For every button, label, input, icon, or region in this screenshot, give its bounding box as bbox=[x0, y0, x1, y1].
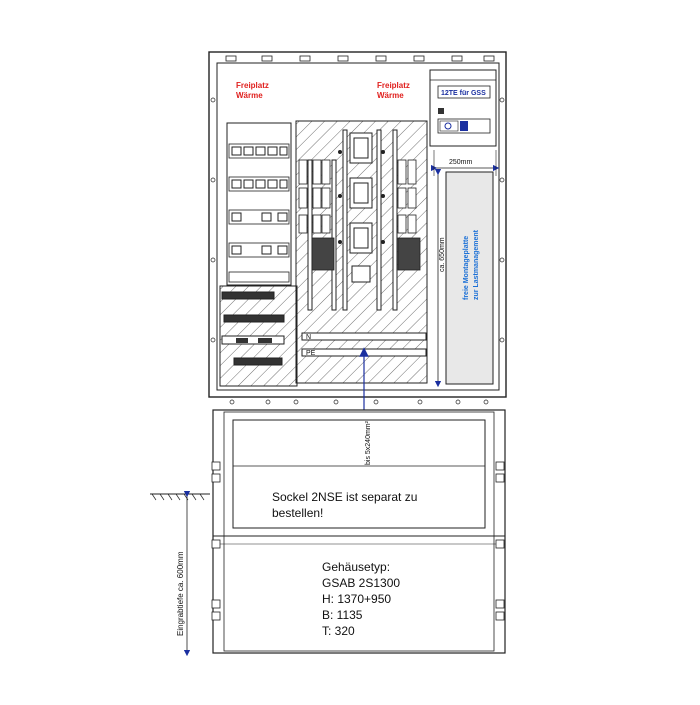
freiplatz-left-line2: Wärme bbox=[236, 91, 263, 100]
meter-section: 12TE für GSS bbox=[429, 69, 497, 147]
breaker-row-3 bbox=[228, 209, 290, 225]
bottom-hinge-row bbox=[229, 399, 489, 405]
mounting-plate-line1: freie Montageplatte bbox=[463, 236, 470, 300]
freiplatz-right-line2: Wärme bbox=[377, 91, 404, 100]
top-hinge-row bbox=[225, 55, 495, 62]
sockel-note-line1: Sockel 2NSE ist separat zu bbox=[272, 490, 417, 504]
sockel-note-line2: bestellen! bbox=[272, 506, 323, 520]
breaker-column-left bbox=[226, 122, 292, 286]
depth-dimension-label: Eingrabtiefe ca. 600mm bbox=[176, 551, 185, 636]
width-dimension-label: 250mm bbox=[449, 159, 473, 166]
housing-model: GSAB 2S1300 bbox=[322, 576, 400, 590]
busbar-pe-label: PE bbox=[306, 350, 316, 357]
breaker-row-1 bbox=[228, 143, 290, 159]
height-dimension: ca. 650mm bbox=[434, 168, 446, 388]
housing-width: B: 1135 bbox=[322, 608, 363, 622]
mounting-plate-line2: zur Lastmanagement bbox=[473, 229, 480, 300]
ground-and-depth: Eingrabtiefe ca. 600mm bbox=[150, 490, 210, 657]
height-dimension-label: ca. 650mm bbox=[439, 237, 446, 272]
mounting-plate: freie Montageplatte zur Lastmanagement bbox=[445, 171, 494, 385]
freiplatz-left-line1: Freiplatz bbox=[236, 81, 269, 90]
busbar-n: N bbox=[301, 332, 427, 341]
cable-dimension-label: bis 5x240mm² bbox=[365, 420, 372, 465]
base-fixing-points bbox=[211, 461, 505, 621]
fuse-switch-icon bbox=[349, 132, 373, 283]
upper-cabinet: Freiplatz Wärme Freiplatz Wärme bbox=[208, 51, 507, 470]
busbar-n-label: N bbox=[306, 334, 311, 341]
breaker-row-4 bbox=[228, 242, 290, 258]
terminal-block-right bbox=[397, 159, 421, 271]
circuit-breaker-icon bbox=[231, 146, 242, 156]
main-distribution-area: N PE bbox=[295, 120, 428, 384]
side-bolts bbox=[210, 97, 505, 343]
housing-title: Gehäusetyp: bbox=[322, 560, 390, 574]
base-section: bis 5x240mm² Sockel 2NSE ist separat zu … bbox=[211, 409, 506, 654]
housing-depth: T: 320 bbox=[322, 624, 355, 638]
breaker-row-2 bbox=[228, 176, 290, 192]
width-dimension: 250mm bbox=[430, 150, 500, 176]
meter-display-label: 12TE für GSS bbox=[441, 90, 486, 97]
lower-left-terminal-area bbox=[219, 285, 298, 387]
housing-height: H: 1370+950 bbox=[322, 592, 391, 606]
terminal-block-left bbox=[298, 159, 335, 271]
freiplatz-right-line1: Freiplatz bbox=[377, 81, 410, 90]
